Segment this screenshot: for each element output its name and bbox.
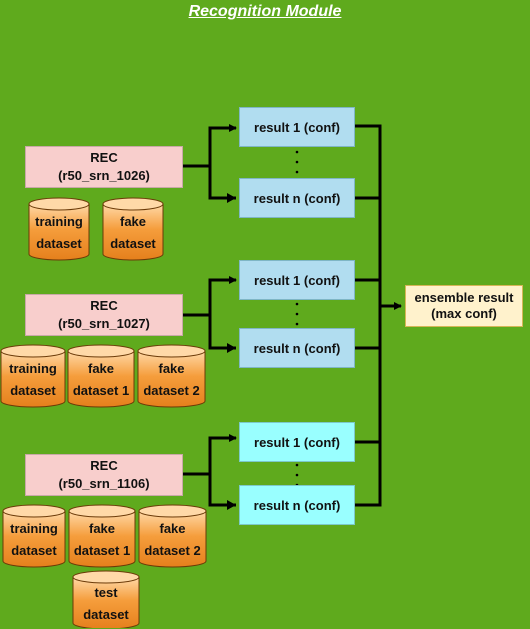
page-title: Recognition Module: [188, 3, 342, 20]
cylinder-cap: [72, 570, 140, 584]
cylinder-body: [28, 203, 90, 261]
rec-box-1027: REC (r50_srn_1027): [25, 294, 183, 336]
rec-label: REC: [90, 458, 118, 473]
dataset-cylinders: [0, 197, 207, 628]
fork-connector-2b: [208, 315, 236, 350]
result-box-1-group-1: result 1 (conf): [239, 107, 355, 147]
ellipsis-dots: [295, 150, 299, 487]
cylinder-cap: [0, 344, 66, 358]
cylinder-body: [137, 350, 206, 408]
ensemble-result-box: ensemble result (max conf): [405, 285, 523, 327]
cylinder-cap: [28, 197, 90, 211]
collect-connector: [355, 124, 382, 507]
rec-model: (r50_srn_1026): [58, 168, 150, 183]
result-box-n-group-2: result n (conf): [239, 328, 355, 368]
cylinder-body: [2, 510, 66, 568]
cylinder-cap: [2, 504, 66, 518]
cylinder-body: [67, 350, 135, 408]
cylinder-cap: [102, 197, 164, 211]
result-box-1-group-3: result 1 (conf): [239, 422, 355, 462]
ensemble-label: ensemble result: [414, 290, 514, 305]
cylinder-cap: [137, 344, 206, 358]
cylinder-body: [138, 510, 207, 568]
fork-connector-2: [183, 276, 237, 317]
rec-label: REC: [90, 150, 118, 165]
rec-box-1026: REC (r50_srn_1026): [25, 146, 183, 188]
result-box-n-group-1: result n (conf): [239, 178, 355, 218]
cylinder-body: [72, 576, 140, 628]
cylinder-cap: [67, 344, 135, 358]
cylinder-cap: [68, 504, 136, 518]
fork-connector-3: [183, 434, 237, 476]
cylinder-body: [0, 350, 66, 408]
rec-model: (r50_srn_1027): [58, 316, 150, 331]
cylinder-cap: [138, 504, 207, 518]
fork-connector-1b: [208, 166, 236, 200]
cylinder-body: [102, 203, 164, 261]
result-box-n-group-3: result n (conf): [239, 485, 355, 525]
result-box-1-group-2: result 1 (conf): [239, 260, 355, 300]
fork-connector-3b: [208, 474, 236, 507]
rec-model: (r50_srn_1106): [58, 476, 150, 491]
rec-label: REC: [90, 298, 118, 313]
fork-connector-1: [183, 124, 237, 168]
cylinder-body: [68, 510, 136, 568]
ensemble-method: (max conf): [431, 306, 497, 321]
rec-box-1106: REC (r50_srn_1106): [25, 454, 183, 496]
